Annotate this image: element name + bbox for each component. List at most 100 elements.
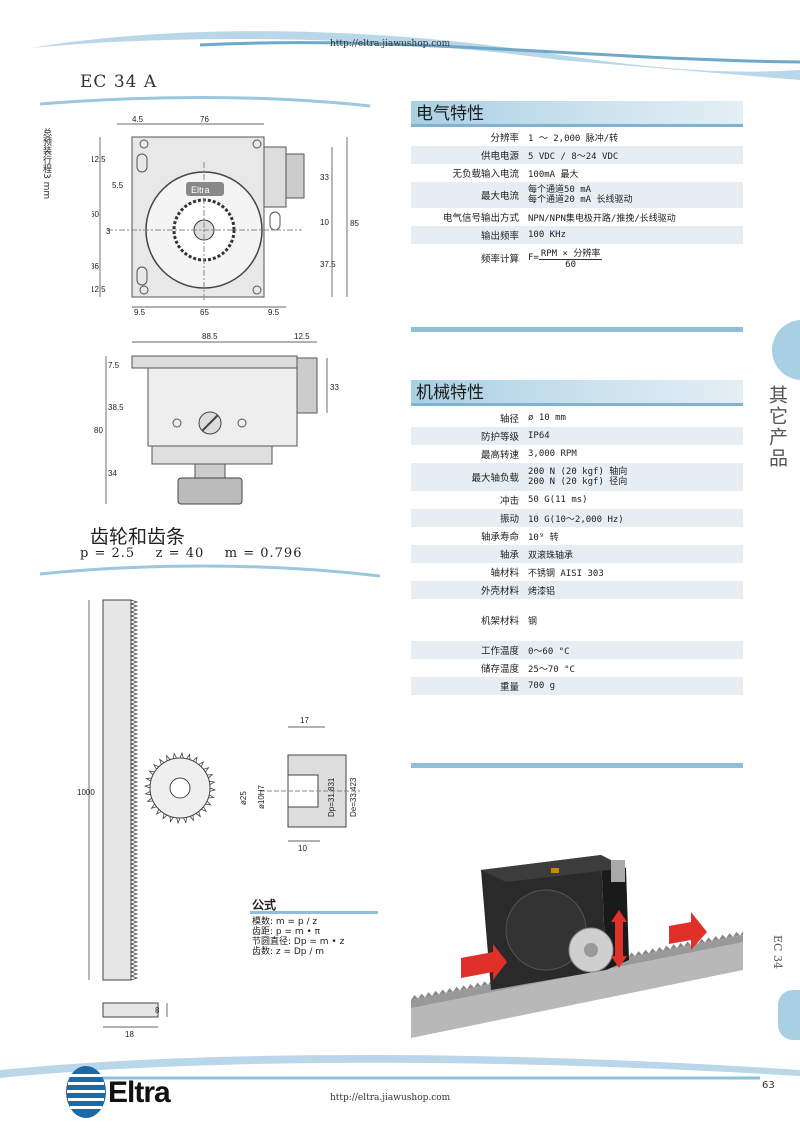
dim-side-r1: 33 xyxy=(330,383,339,392)
spec-label: 防护等级 xyxy=(411,427,524,445)
formula-title: 公式 xyxy=(252,898,277,912)
spec-value: 25～70 °C xyxy=(528,664,575,675)
dim-side-h1: 7.5 xyxy=(108,361,120,370)
spec-value: IP64 xyxy=(524,427,743,445)
formula-line: 模数: m = p / z xyxy=(252,917,318,927)
spec-label: 轴材料 xyxy=(490,568,519,579)
top-view-drawing: Eltra 4.5 76 12.5 5.5 60 3 36 12.5 33 10… xyxy=(92,115,359,317)
preload-note: 总预装行程3 mm xyxy=(41,128,51,200)
mechanical-title: 机械特性 xyxy=(411,380,743,406)
freq-prefix: F= xyxy=(528,253,539,263)
dim-side-h4: 34 xyxy=(108,469,117,478)
hub-drawing: 17 10 ø25 ø10H7 Dp=31.831 De=33.423 xyxy=(239,716,360,853)
spec-value: 0～60 °C xyxy=(524,641,743,659)
spec-value: 100 KHz xyxy=(524,226,743,244)
spec-label: 储存温度 xyxy=(480,664,519,675)
dim-hub-b: 10 xyxy=(298,844,307,853)
eltra-logo-mark xyxy=(66,1066,106,1118)
dim-hub-h7: ø10H7 xyxy=(257,784,266,809)
electrical-divider xyxy=(411,327,743,332)
spec-label: 无负载输入电流 xyxy=(452,169,519,180)
dim-hub-de: De=33.423 xyxy=(349,777,358,817)
dim-top-b3: 9.5 xyxy=(268,308,280,317)
side-view-drawing: 88.5 12.5 7.5 38.5 80 34 33 xyxy=(94,332,339,505)
spec-value: 每个通道50 mA xyxy=(528,185,592,195)
eltra-logo-text: Eltra xyxy=(108,1076,171,1109)
dim-side-h2: 38.5 xyxy=(108,403,124,412)
spec-value: ø 10 mm xyxy=(528,413,566,423)
dim-top-h2: 5.5 xyxy=(112,181,124,190)
side-tab-bottom xyxy=(778,990,800,1040)
spec-label: 轴径 xyxy=(499,414,519,425)
footer-wave xyxy=(0,1055,800,1080)
product-photo xyxy=(411,840,743,1038)
dim-top-b2: 65 xyxy=(200,308,209,317)
spec-value: 不锈钢 AISI 303 xyxy=(528,568,604,579)
dim-top-left-mark: 3 xyxy=(106,227,111,236)
dim-side-w2: 12.5 xyxy=(294,332,310,341)
spec-value: 50 G(11 ms) xyxy=(528,495,588,505)
spec-value: 1 ～ 2,000 脉冲/转 xyxy=(528,133,619,144)
spec-value: 双滚珠轴承 xyxy=(524,545,743,563)
spec-value: 3,000 RPM xyxy=(528,449,577,459)
spec-value-2: 每个通道20 mA 长线驱动 xyxy=(528,195,633,205)
header-wave xyxy=(30,31,800,80)
header-url[interactable]: http://eltra.jiawushop.com xyxy=(330,39,451,49)
spec-label: 工作温度 xyxy=(411,641,524,659)
gear-params: p = 2.5 z = 40 m = 0.796 xyxy=(80,546,303,561)
spec-label: 频率计算 xyxy=(480,254,519,265)
spec-label: 轴承寿命 xyxy=(480,532,519,543)
formula-line: 节圆直径: Dp = m • z xyxy=(252,937,345,947)
dim-top-h5: 12.5 xyxy=(92,285,106,294)
dim-top-r1: 33 xyxy=(320,173,329,182)
dim-hub-bore: ø25 xyxy=(239,791,248,805)
spec-value-2: 200 N (20 kgf) 径向 xyxy=(528,477,628,487)
formula-line: 齿数: z = Dp / m xyxy=(252,947,325,957)
spec-label: 最高转速 xyxy=(480,450,519,461)
dim-hub-w: 17 xyxy=(300,716,309,725)
spec-label: 机架材料 xyxy=(480,616,519,627)
spec-value: NPN/NPN集电极开路/推挽/长线驱动 xyxy=(528,213,676,224)
spec-value: 烤漆铝 xyxy=(524,581,743,599)
spec-label: 冲击 xyxy=(499,496,519,507)
spec-label: 供电电源 xyxy=(411,146,524,164)
dim-rack-h: 8 xyxy=(155,1006,160,1015)
spec-value: 700 g xyxy=(524,677,743,695)
spec-value: 钢 xyxy=(528,616,538,627)
dim-top-width: 76 xyxy=(200,115,209,124)
title-underline xyxy=(40,96,370,108)
formula-underline xyxy=(250,911,378,914)
dim-hub-dp: Dp=31.831 xyxy=(327,777,336,817)
dim-top-h1: 12.5 xyxy=(92,155,106,164)
dim-side-w1: 88.5 xyxy=(202,332,218,341)
dim-rack-len: 1000 xyxy=(77,788,95,797)
freq-numerator: RPM × 分辨率 xyxy=(538,246,603,260)
spec-value: 100mA 最大 xyxy=(528,169,579,180)
dim-top-r4: 85 xyxy=(350,219,359,228)
dim-top-r2: 10 xyxy=(320,218,329,227)
freq-denominator: 60 xyxy=(565,260,577,270)
dim-side-h3: 80 xyxy=(94,426,103,435)
spec-label: 重量 xyxy=(411,677,524,695)
formula-line: 齿距: p = m • π xyxy=(252,927,321,937)
dim-top-b1: 9.5 xyxy=(134,308,146,317)
mechanical-divider xyxy=(411,763,743,768)
dim-top-left: 4.5 xyxy=(132,115,144,124)
side-model-tag: EC 34 xyxy=(771,935,784,969)
dim-top-r3: 37.5 xyxy=(320,260,336,269)
dim-rack-w: 18 xyxy=(125,1030,134,1039)
spec-value: 10⁹ 转 xyxy=(528,532,559,543)
formula-list: 模数: m = p / z 齿距: p = m • π 节圆直径: Dp = m… xyxy=(252,917,344,957)
side-category: 其它产品 xyxy=(766,385,788,469)
spec-value: 10 G(10～2,000 Hz) xyxy=(524,509,743,527)
electrical-title: 电气特性 xyxy=(411,101,743,127)
dim-top-h4: 36 xyxy=(92,262,99,271)
footer-url[interactable]: http://eltra.jiawushop.com xyxy=(330,1093,451,1103)
spec-label: 轴承 xyxy=(411,545,524,563)
spec-label: 输出频率 xyxy=(411,226,524,244)
spec-value: 200 N (20 kgf) 轴向 xyxy=(528,467,628,477)
spec-label: 分辨率 xyxy=(490,133,519,144)
eltra-badge-text: Eltra xyxy=(191,185,210,195)
rack-drawing: 1000 18 8 xyxy=(77,599,217,1039)
